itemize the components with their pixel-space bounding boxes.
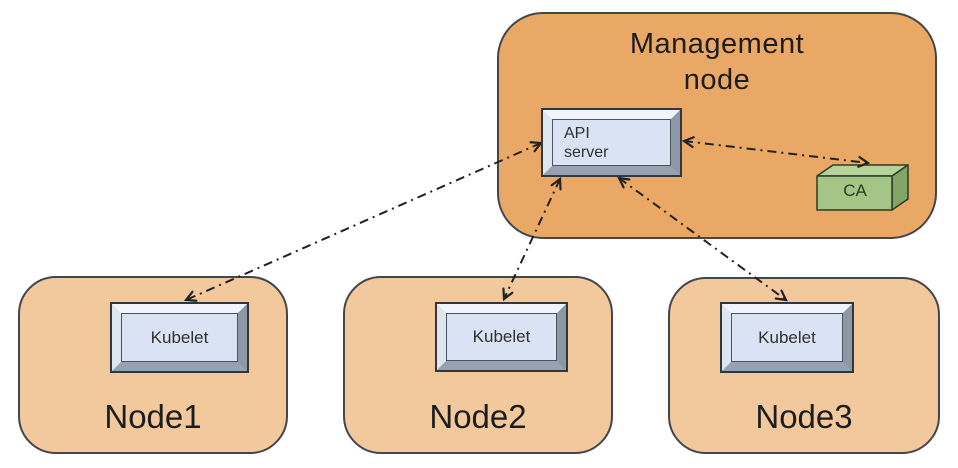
kubelet-label-node1: Kubelet [121,313,238,362]
api-server-box-bevel [543,110,680,175]
node2-label: Node2 [429,398,527,435]
kubelet-box-node3-bevel [722,304,852,371]
kubelet-box-node1: Kubelet [110,302,249,373]
kubelet-box-node3: Kubelet [720,302,854,373]
api-server-label: API server [564,124,609,161]
api-server-box: API server [541,108,682,177]
kubelet-label-node3: Kubelet [731,313,843,362]
kubelet-label-node2: Kubelet [446,313,557,361]
node3-label: Node3 [755,398,853,435]
api-server-box-face: API server [552,119,671,166]
node1-label: Node1 [104,398,202,435]
ca-label: CA [843,181,867,200]
kubelet-box-node1-bevel [112,304,247,371]
kubelet-box-node2-bevel [437,304,566,370]
kubelet-box-node2: Kubelet [435,302,568,372]
management-node-label: Management node [629,28,805,96]
